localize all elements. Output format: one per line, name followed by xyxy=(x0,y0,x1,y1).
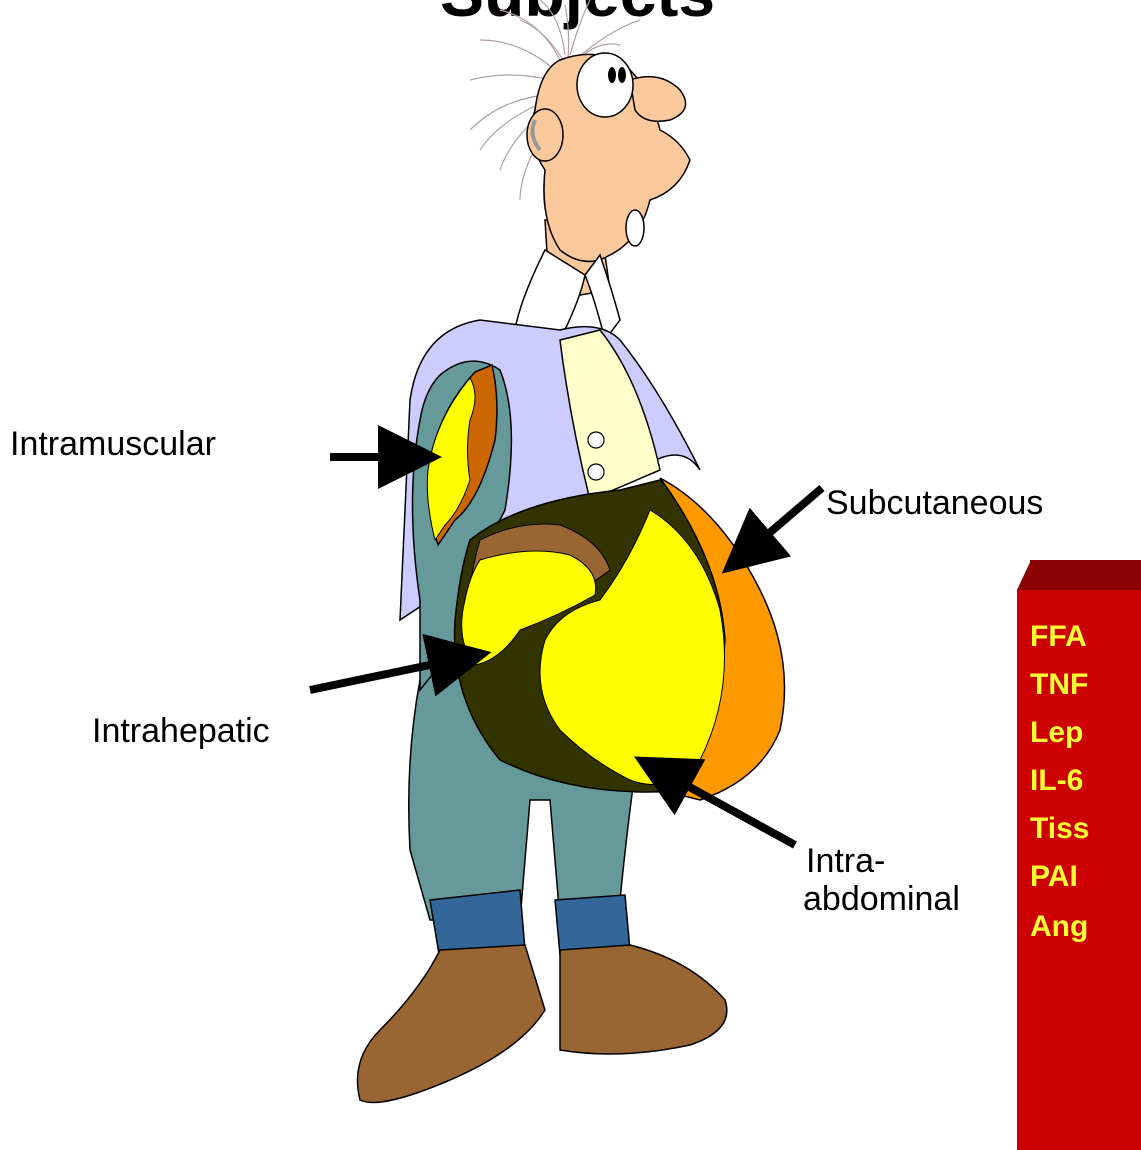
factor-item: Ang xyxy=(1030,910,1088,944)
factor-item: FFA xyxy=(1030,620,1087,654)
factor-item: TNF xyxy=(1030,668,1088,702)
intra-abdominal-label-line2: abdominal xyxy=(803,880,960,918)
factor-box-side xyxy=(1017,560,1031,590)
factor-box-top xyxy=(1030,560,1141,592)
intra-abdominal-label-line1: Intra- xyxy=(806,842,885,880)
shoe xyxy=(560,945,727,1054)
factor-item: PAI xyxy=(1030,860,1078,894)
nose xyxy=(630,77,686,122)
intramuscular-label: Intramuscular xyxy=(10,425,216,463)
subcutaneous-label: Subcutaneous xyxy=(826,484,1043,522)
eye xyxy=(577,53,633,117)
shirt-button xyxy=(588,432,604,448)
shirt-button xyxy=(588,464,604,480)
factor-item: Tiss xyxy=(1030,812,1090,846)
subcutaneous-arrow xyxy=(740,488,822,558)
shoe xyxy=(358,945,546,1103)
mouth xyxy=(626,210,644,246)
factor-item: Lep xyxy=(1030,716,1083,750)
factor-item: IL-6 xyxy=(1030,764,1083,798)
intrahepatic-label: Intrahepatic xyxy=(92,712,270,750)
